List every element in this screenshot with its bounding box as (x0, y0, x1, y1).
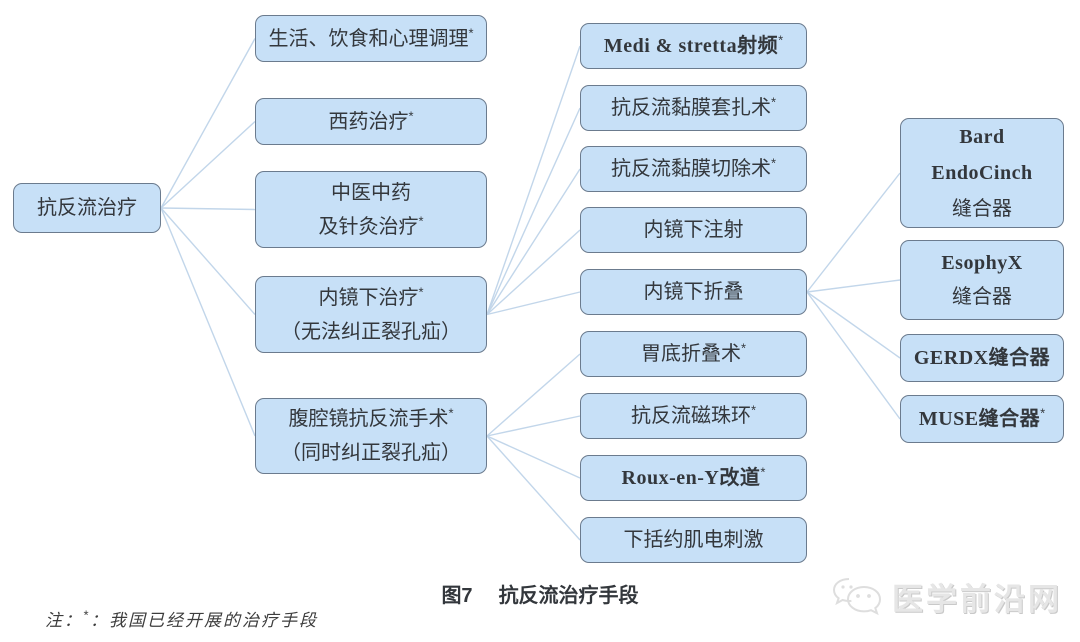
node-magnetic-bead-ring: 抗反流磁珠环* (580, 393, 807, 439)
footnote-prefix: 注： (45, 611, 83, 630)
superscript-asterisk: * (83, 607, 91, 623)
node-label: 抗反流黏膜切除术 (610, 158, 771, 180)
superscript-asterisk: * (750, 402, 757, 418)
node-lifestyle-diet-psych: 生活、饮食和心理调理* (255, 15, 487, 62)
node-label: 下括约肌电刺激 (623, 529, 764, 551)
superscript-asterisk: * (770, 94, 777, 110)
node-label: 缝合器 (952, 286, 1012, 308)
node-les-electrical-stimulation: 下括约肌电刺激 (580, 517, 807, 563)
node-label: 西药治疗 (328, 110, 409, 133)
node-label: 胃底折叠术 (640, 343, 741, 365)
node-label: Medi & stretta射频 (603, 35, 779, 57)
figure-caption: 图7 抗反流治疗手段 (0, 579, 1080, 608)
node-label: 内镜下治疗 (318, 286, 419, 309)
node-stretta-radiofrequency: Medi & stretta射频* (580, 23, 807, 69)
node-label: 内镜下注射 (643, 219, 744, 241)
superscript-asterisk: * (448, 405, 454, 421)
node-endoscopic-therapy: 内镜下治疗* （无法纠正裂孔疝） (255, 276, 487, 353)
superscript-asterisk: * (1040, 405, 1046, 421)
node-label: EsophyX (941, 252, 1023, 274)
node-label: 及针灸治疗 (318, 215, 419, 238)
superscript-asterisk: * (418, 212, 424, 228)
node-label: 内镜下折叠 (643, 281, 744, 303)
chat-bubbles-icon (832, 577, 882, 615)
node-endoscopic-plication: 内镜下折叠 (580, 269, 807, 315)
superscript-asterisk: * (778, 32, 784, 48)
footnote: 注：*：我国已经开展的治疗手段 (45, 606, 318, 631)
node-label: 抗反流黏膜套扎术 (610, 97, 771, 119)
superscript-asterisk: * (468, 24, 474, 40)
superscript-asterisk: * (760, 464, 766, 480)
node-label: GERDX缝合器 (913, 347, 1051, 369)
superscript-asterisk: * (770, 155, 777, 171)
node-fundoplication: 胃底折叠术* (580, 331, 807, 377)
node-label: Roux-en-Y改道 (621, 467, 761, 489)
node-label: 腹腔镜抗反流手术 (288, 408, 449, 430)
node-label: 抗反流磁珠环 (630, 405, 751, 427)
node-label: 中医中药 (331, 181, 411, 204)
node-label: MUSE缝合器 (918, 408, 1041, 430)
node-gerdx-suturing-device: GERDX缝合器 (900, 334, 1064, 382)
node-label: （无法纠正裂孔疝） (281, 320, 461, 343)
node-roux-en-y-diversion: Roux-en-Y改道* (580, 455, 807, 501)
node-label: Bard (959, 126, 1005, 148)
footnote-text: ：我国已经开展的治疗手段 (90, 611, 319, 630)
superscript-asterisk: * (418, 283, 424, 299)
node-muse-suturing-device: MUSE缝合器* (900, 395, 1064, 443)
watermark: 医学前沿网 (828, 574, 1062, 619)
node-laparoscopic-antireflux-surgery: 腹腔镜抗反流手术* （同时纠正裂孔疝） (255, 398, 487, 474)
node-label: EndoCinch (931, 162, 1033, 184)
node-label: 缝合器 (952, 198, 1012, 220)
figure-number: 图7 (441, 585, 473, 607)
node-western-medicine: 西药治疗* (255, 98, 487, 145)
node-anti-reflux-therapy: 抗反流治疗 (13, 183, 161, 233)
watermark-text: 医学前沿网 (892, 582, 1062, 617)
node-endoscopic-injection: 内镜下注射 (580, 207, 807, 253)
node-antireflux-mucosal-resection: 抗反流黏膜切除术* (580, 146, 807, 192)
node-label: 抗反流治疗 (37, 197, 137, 219)
node-label: 生活、饮食和心理调理 (268, 27, 469, 50)
node-esophyx-suturing-device: EsophyX 缝合器 (900, 240, 1064, 320)
node-antireflux-mucosal-banding: 抗反流黏膜套扎术* (580, 85, 807, 131)
superscript-asterisk: * (740, 340, 747, 356)
node-label: （同时纠正裂孔疝） (281, 442, 461, 464)
superscript-asterisk: * (408, 107, 414, 123)
node-bard-endocinch-suturing-device: Bard EndoCinch 缝合器 (900, 118, 1064, 228)
node-tcm-acupuncture: 中医中药 及针灸治疗* (255, 171, 487, 248)
figure-title: 抗反流治疗手段 (498, 585, 639, 607)
